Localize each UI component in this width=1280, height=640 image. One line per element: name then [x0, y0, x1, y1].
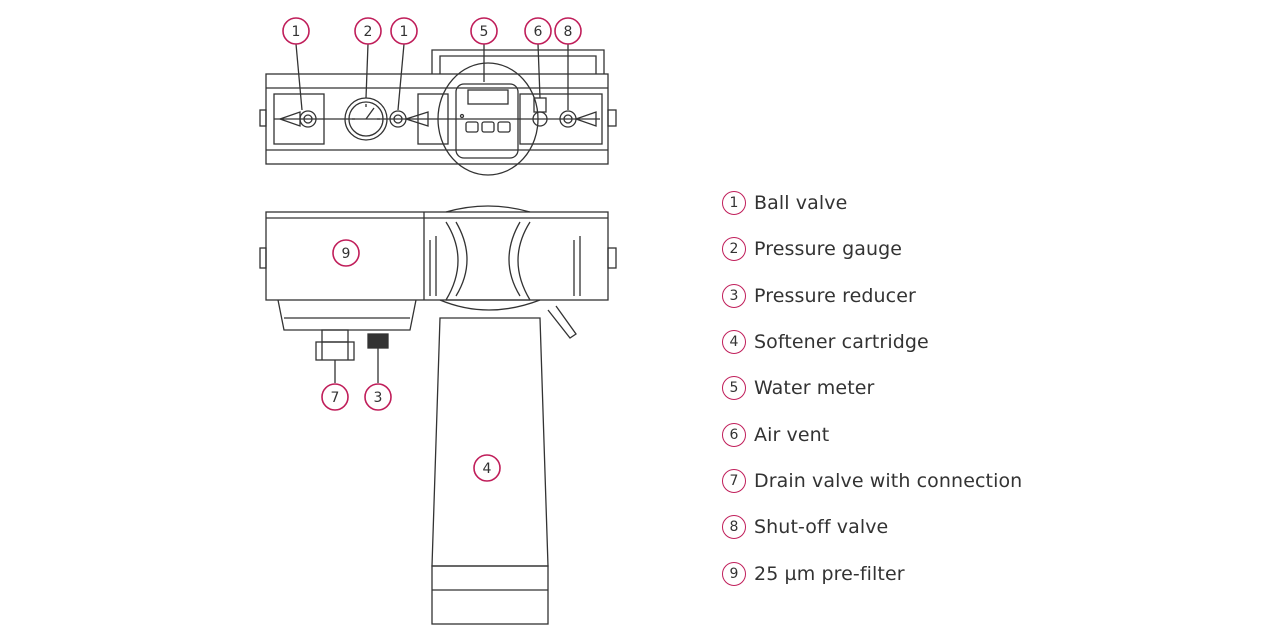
legend-number: 9 — [722, 561, 746, 586]
callout-air-vent — [524, 17, 552, 45]
water-meter — [437, 62, 539, 176]
legend-number: 5 — [722, 376, 746, 401]
legend-item: 3 Pressure reducer — [722, 273, 1022, 319]
callout-ball-valve-left — [282, 17, 310, 45]
legend-item: 8 Shut-off valve — [722, 504, 1022, 550]
ball-valve-left — [278, 110, 317, 128]
callout-number: 9 — [342, 246, 351, 262]
legend-item: 1 Ball valve — [722, 180, 1022, 226]
callout-number: 8 — [564, 24, 573, 40]
air-vent — [532, 97, 548, 127]
drain-valve — [315, 329, 355, 361]
legend-label: Ball valve — [754, 192, 848, 215]
softener-cartridge — [431, 317, 549, 625]
callout-number: 4 — [483, 461, 492, 477]
legend-number: 2 — [722, 237, 746, 262]
callout-drain-valve — [321, 383, 349, 411]
legend-number: 4 — [722, 330, 746, 355]
callout-number: 6 — [534, 24, 543, 40]
callout-ball-valve-right — [390, 17, 418, 45]
legend-label: Softener cartridge — [754, 331, 929, 354]
callout-number: 1 — [292, 24, 301, 40]
callout-prefilter — [332, 239, 360, 267]
legend-label: Water meter — [754, 377, 875, 400]
legend-label: Shut-off valve — [754, 516, 889, 539]
legend-item: 2 Pressure gauge — [722, 226, 1022, 272]
legend-label: Pressure reducer — [754, 284, 916, 307]
callout-shutoff-valve — [554, 17, 582, 45]
callout-number: 7 — [331, 390, 340, 406]
callout-pressure-reducer — [364, 383, 392, 411]
callout-cartridge — [473, 454, 501, 482]
leader-lines — [295, 43, 569, 383]
pressure-reducer — [367, 333, 389, 349]
legend-number: 6 — [722, 422, 746, 447]
legend-item: 4 Softener cartridge — [722, 319, 1022, 365]
callout-water-meter — [470, 17, 498, 45]
callout-number: 2 — [364, 24, 373, 40]
callout-number: 1 — [400, 24, 409, 40]
legend-item: 5 Water meter — [722, 365, 1022, 411]
shutoff-valve — [559, 110, 597, 128]
legend: 1 Ball valve 2 Pressure gauge 3 Pressure… — [722, 180, 1022, 597]
legend-label: 25 µm pre-filter — [754, 562, 905, 585]
prefilter-bowl — [277, 299, 417, 331]
ball-valve-right — [389, 110, 429, 128]
legend-number: 8 — [722, 515, 746, 540]
callout-number: 5 — [480, 24, 489, 40]
legend-label: Drain valve with connection — [754, 469, 1023, 492]
legend-label: Pressure gauge — [754, 238, 903, 261]
callout-number: 3 — [374, 390, 383, 406]
legend-label: Air vent — [754, 423, 830, 446]
legend-number: 1 — [722, 191, 746, 216]
callout-pressure-gauge — [354, 17, 382, 45]
legend-item: 6 Air vent — [722, 411, 1022, 457]
legend-number: 3 — [722, 283, 746, 308]
legend-item: 9 25 µm pre-filter — [722, 550, 1022, 596]
device-diagram: 1 2 1 5 6 8 9 7 3 4 — [259, 17, 617, 625]
legend-item: 7 Drain valve with connection — [722, 458, 1022, 504]
top-view — [259, 49, 617, 176]
legend-number: 7 — [722, 468, 746, 493]
side-view — [259, 205, 617, 625]
